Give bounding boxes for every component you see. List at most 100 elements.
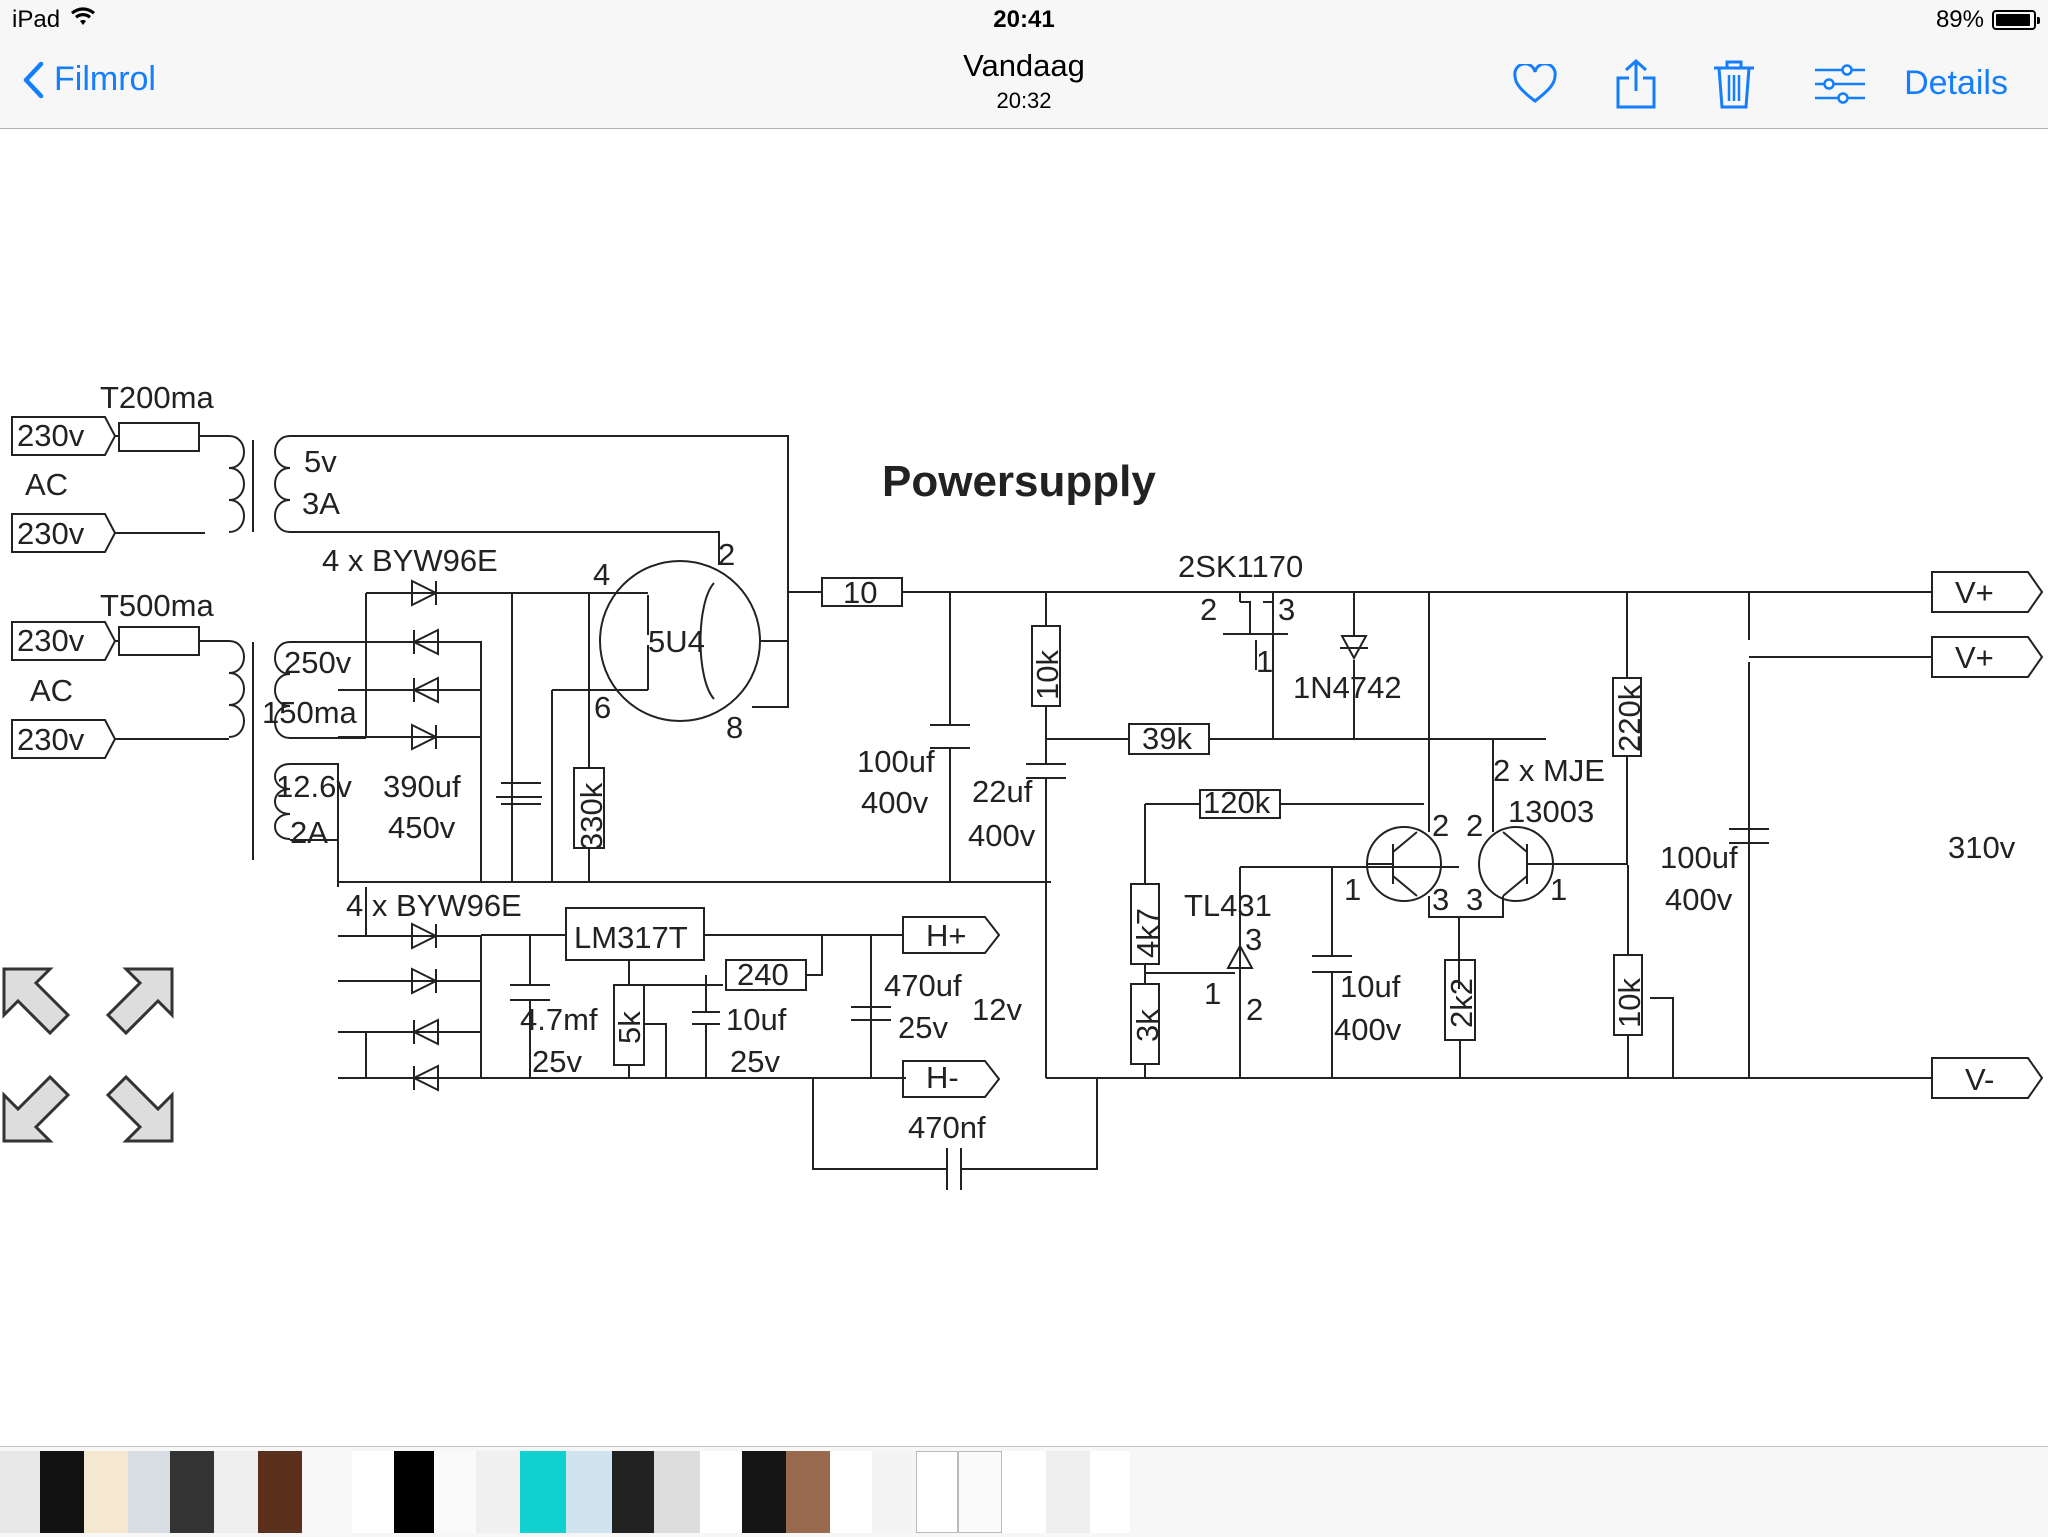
photo-thumbnail[interactable] <box>84 1451 128 1533</box>
svg-text:AC: AC <box>25 467 68 502</box>
svg-text:12v: 12v <box>972 992 1022 1027</box>
nav-title-group: Vandaag 20:32 <box>0 48 2048 114</box>
photo-thumbnail[interactable] <box>916 1451 958 1533</box>
svg-text:470uf: 470uf <box>884 968 962 1003</box>
svg-text:3k: 3k <box>1130 1009 1165 1042</box>
svg-text:T500ma: T500ma <box>100 588 214 623</box>
navigation-bar: Filmrol Vandaag 20:32 Details <box>0 40 2048 129</box>
photo-thumbnail[interactable] <box>1090 1451 1130 1533</box>
svg-text:3: 3 <box>1245 922 1262 957</box>
photo-thumbnail[interactable] <box>434 1451 476 1533</box>
svg-text:1: 1 <box>1204 976 1221 1011</box>
chevron-left-icon <box>23 61 44 98</box>
delete-button[interactable] <box>1706 56 1762 112</box>
svg-text:V+: V+ <box>1955 640 1994 675</box>
filmstrip[interactable] <box>0 1446 2048 1537</box>
photo-thumbnail[interactable] <box>258 1451 302 1533</box>
details-button[interactable]: Details <box>1904 64 2008 102</box>
adjust-icon <box>1815 64 1865 104</box>
svg-text:150ma: 150ma <box>262 695 358 730</box>
svg-text:3: 3 <box>1466 882 1483 917</box>
back-label: Filmrol <box>54 60 156 98</box>
svg-text:6: 6 <box>594 690 611 725</box>
share-icon <box>1616 58 1656 109</box>
device-name: iPad <box>12 6 61 33</box>
photo-thumbnail[interactable] <box>566 1451 612 1533</box>
svg-text:4.7mf: 4.7mf <box>520 1002 598 1037</box>
photo-thumbnail[interactable] <box>302 1451 352 1533</box>
svg-text:400v: 400v <box>1665 882 1733 917</box>
svg-text:10k: 10k <box>1612 978 1647 1028</box>
svg-text:10uf: 10uf <box>1340 969 1401 1004</box>
photo-thumbnail[interactable] <box>40 1451 84 1533</box>
svg-text:250v: 250v <box>284 645 352 680</box>
photo-thumbnail[interactable] <box>394 1451 434 1533</box>
svg-text:2: 2 <box>1466 808 1483 843</box>
photo-thumbnail[interactable] <box>520 1451 566 1533</box>
svg-text:2: 2 <box>1246 992 1263 1027</box>
nav-title: Vandaag <box>963 48 1085 83</box>
photo-thumbnail[interactable] <box>612 1451 654 1533</box>
svg-text:22uf: 22uf <box>972 774 1033 809</box>
svg-text:2SK1170: 2SK1170 <box>1178 549 1303 584</box>
nav-subtitle: 20:32 <box>996 88 1052 113</box>
photo-thumbnail[interactable] <box>742 1451 786 1533</box>
battery-icon <box>1992 10 2040 30</box>
photo-thumbnail[interactable] <box>1002 1451 1046 1533</box>
photo-thumbnail[interactable] <box>1046 1451 1090 1533</box>
svg-text:2 x MJE: 2 x MJE <box>1493 753 1605 788</box>
photo-thumbnail[interactable] <box>830 1451 872 1533</box>
wifi-icon <box>70 6 96 34</box>
favorite-button[interactable] <box>1507 56 1563 112</box>
svg-text:230v: 230v <box>17 516 85 551</box>
svg-text:450v: 450v <box>388 810 456 845</box>
photo-thumbnail[interactable] <box>786 1451 830 1533</box>
svg-text:400v: 400v <box>1334 1012 1402 1047</box>
edit-button[interactable] <box>1811 56 1867 112</box>
photo-thumbnail[interactable] <box>872 1451 916 1533</box>
svg-text:390uf: 390uf <box>383 769 461 804</box>
photo-thumbnail[interactable] <box>654 1451 700 1533</box>
svg-text:25v: 25v <box>898 1010 948 1045</box>
svg-text:3: 3 <box>1432 882 1449 917</box>
heart-icon <box>1513 64 1557 103</box>
svg-text:220k: 220k <box>1612 684 1647 752</box>
svg-text:400v: 400v <box>968 818 1036 853</box>
svg-text:5k: 5k <box>612 1011 647 1044</box>
photo-thumbnail[interactable] <box>700 1451 742 1533</box>
svg-text:4 x BYW96E: 4 x BYW96E <box>346 888 522 923</box>
photo-thumbnail[interactable] <box>352 1451 394 1533</box>
back-button[interactable]: Filmrol <box>22 60 156 99</box>
svg-text:13003: 13003 <box>1508 794 1594 829</box>
photo-thumbnail[interactable] <box>476 1451 520 1533</box>
svg-text:2: 2 <box>718 537 735 572</box>
photo-thumbnail[interactable] <box>958 1451 1002 1533</box>
svg-text:12.6v: 12.6v <box>276 769 352 804</box>
svg-text:100uf: 100uf <box>1660 840 1738 875</box>
svg-text:2: 2 <box>1200 592 1217 627</box>
svg-text:H-: H- <box>926 1060 959 1095</box>
svg-text:AC: AC <box>30 673 73 708</box>
svg-text:3: 3 <box>1278 592 1295 627</box>
svg-text:25v: 25v <box>532 1044 582 1079</box>
photo-thumbnail[interactable] <box>128 1451 170 1533</box>
photo-thumbnail[interactable] <box>0 1451 40 1533</box>
svg-text:470nf: 470nf <box>908 1110 986 1145</box>
photo-thumbnail[interactable] <box>170 1451 214 1533</box>
svg-text:230v: 230v <box>17 418 85 453</box>
schematic-image: Powersupply T200ma T500ma 230v AC 230v 2… <box>2 380 2044 1190</box>
svg-text:310v: 310v <box>1948 830 2016 865</box>
expand-icon <box>2 967 174 1143</box>
photo-thumbnail[interactable] <box>214 1451 258 1533</box>
svg-text:120k: 120k <box>1203 785 1271 820</box>
svg-text:V+: V+ <box>1955 575 1994 610</box>
svg-text:2A: 2A <box>290 815 328 850</box>
share-button[interactable] <box>1608 56 1664 112</box>
svg-text:TL431: TL431 <box>1184 888 1272 923</box>
schematic-title: Powersupply <box>882 457 1156 506</box>
photo-view[interactable]: Powersupply T200ma T500ma 230v AC 230v 2… <box>0 129 2048 1446</box>
svg-text:8: 8 <box>726 710 743 745</box>
svg-text:39k: 39k <box>1142 721 1192 756</box>
svg-text:1N4742: 1N4742 <box>1293 670 1402 705</box>
battery-percent: 89% <box>1935 6 1984 33</box>
